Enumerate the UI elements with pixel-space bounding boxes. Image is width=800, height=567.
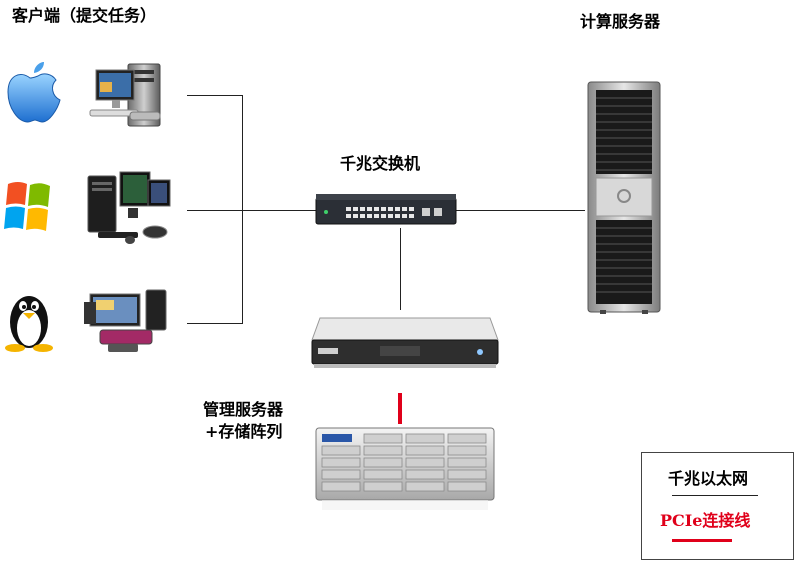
gigabit-switch-icon [315,194,457,225]
switch-to-mgmt-line [400,228,401,310]
client1-connection-line [187,95,243,96]
switch-label: 千兆交换机 [340,154,421,173]
legend-gigabit-line [672,495,758,496]
windows-logo-icon [4,182,50,231]
workstation-1-icon [89,63,161,127]
storage-array-icon [315,427,495,510]
linux-tux-icon [5,296,53,352]
switch-to-compute-line [455,210,585,211]
legend-pcie-line [672,539,732,542]
clients-label: 客户端（提交任务） [12,6,157,25]
legend-gigabit-label: 千兆以太网 [668,469,749,488]
legend-box: 千兆以太网 PCIe连接线 [641,452,794,560]
workstation-2-icon [87,171,171,244]
client3-connection-line [187,323,243,324]
compute-server-label: 计算服务器 [580,12,661,31]
mgmt-label-line1: 管理服务器 [203,400,284,419]
client-trunk-line [242,95,243,324]
management-server-icon [311,317,499,368]
legend-pcie-label: PCIe连接线 [660,511,751,530]
workstation-3-icon [84,289,167,352]
pcie-connection-line [398,393,402,424]
mgmt-label-line2: +存储阵列 [205,422,283,441]
client2-connection-line [187,210,243,211]
clients-to-switch-line [242,210,319,211]
compute-server-rack-icon [587,81,661,314]
apple-logo-icon [7,62,61,123]
